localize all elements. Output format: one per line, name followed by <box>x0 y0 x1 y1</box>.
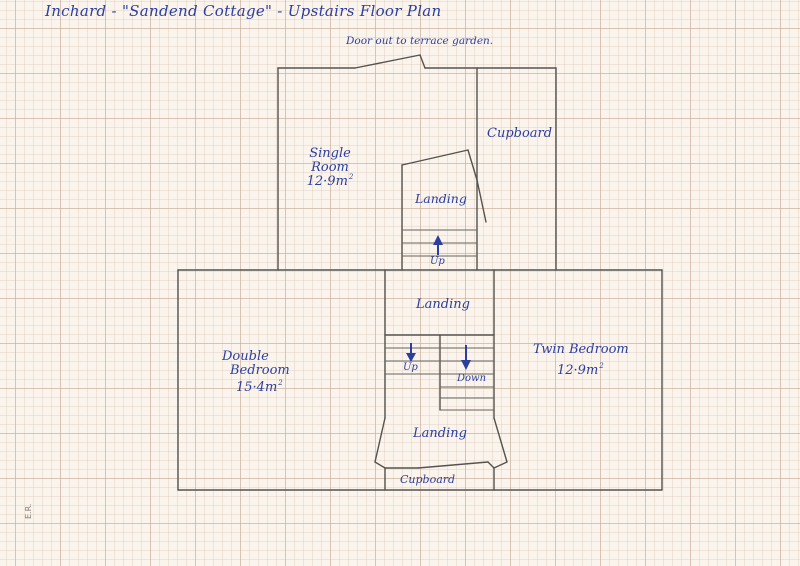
double-bedroom-area-unit: 2 <box>278 379 283 388</box>
lower-section-walls <box>177 269 663 491</box>
single-room-name-line2: Room <box>311 159 349 175</box>
stairs-up-top-label: Up <box>430 256 445 267</box>
twin-bedroom-label: Twin Bedroom 12·9m2 <box>533 343 629 377</box>
double-bedroom-name-line1: Double <box>222 349 269 364</box>
single-room-name-line1: Single <box>309 146 351 161</box>
plan-title: Inchard - "Sandend Cottage" - Upstairs F… <box>45 2 442 20</box>
landing-mid-label: Landing <box>416 297 470 312</box>
single-room-area: 12·9m2 <box>300 174 360 189</box>
single-room-label: Single Room 12·9m2 <box>300 147 360 189</box>
down-arrow-left <box>406 343 416 362</box>
stairs-down-label: Down <box>457 373 487 384</box>
double-bedroom-label: Double Bedroom 15·4m2 <box>222 350 290 395</box>
stairs-up-mid-label: Up <box>403 362 418 373</box>
left-stair-treads <box>385 347 440 375</box>
twin-bedroom-name: Twin Bedroom <box>533 342 629 357</box>
twin-bedroom-area: 12·9m2 <box>557 361 629 378</box>
cupboard-top-label: Cupboard <box>487 126 553 141</box>
twin-bedroom-area-unit: 2 <box>599 361 604 370</box>
twin-bedroom-area-value: 12·9m <box>557 362 599 378</box>
landing-bottom-label: Landing <box>413 426 467 441</box>
down-arrow-right <box>461 345 471 370</box>
double-bedroom-area: 15·4m2 <box>236 380 290 395</box>
central-core-walls <box>374 269 508 491</box>
author-initials: E.R. <box>24 503 33 519</box>
upper-section-walls <box>277 54 557 271</box>
up-arrow-top <box>433 235 443 255</box>
single-room-area-value: 12·9m <box>306 174 348 190</box>
double-bedroom-name-line2: Bedroom <box>230 362 290 378</box>
landing-top-label: Landing <box>415 191 467 206</box>
single-room-area-unit: 2 <box>348 173 354 182</box>
double-bedroom-area-value: 15·4m <box>236 380 278 396</box>
terrace-door-note: Door out to terrace garden. <box>346 35 494 47</box>
top-landing-outline <box>401 149 487 271</box>
cupboard-bottom-label: Cupboard <box>400 473 456 486</box>
